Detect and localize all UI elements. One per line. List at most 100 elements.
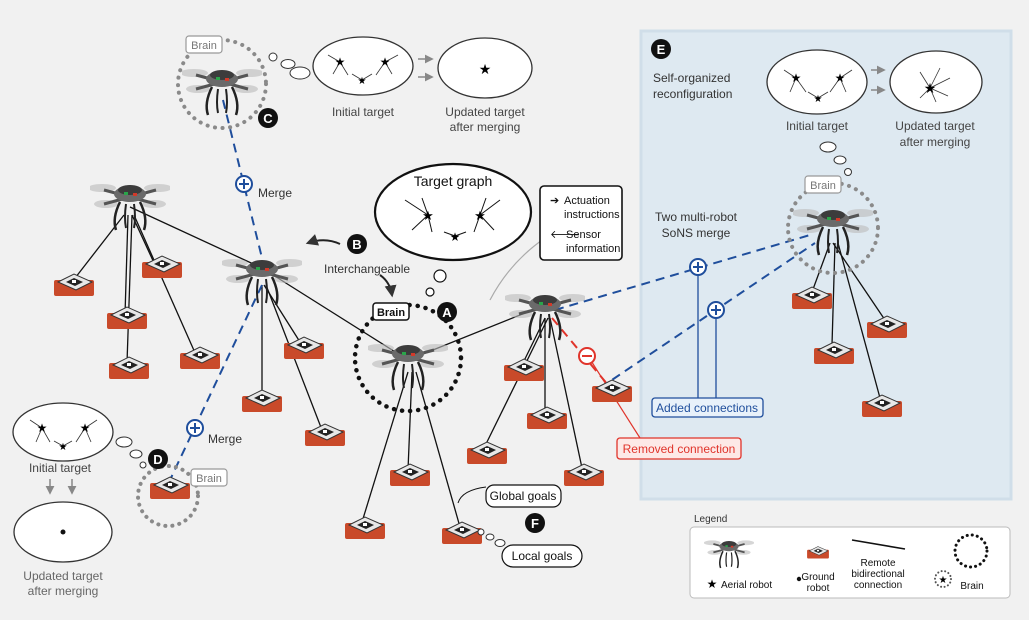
svg-text:★: ★ [335,55,346,69]
ground-robot [441,521,483,545]
sensor-label: Sensor [566,229,601,241]
aerial-robot-c [182,67,262,117]
ground-robot [304,423,346,447]
letter-markers: A B C D E F [148,39,671,533]
svg-text:🡐: 🡐 [550,229,580,241]
ground-robot [563,463,605,487]
initial-target-label: Initial target [786,119,849,133]
updated-target-label: Updated target [23,569,103,583]
added-connections-box [651,397,764,418]
sensor-label: information [566,243,620,255]
two-sons-merge-label: Two multi-robot [655,210,738,224]
marker-d: D [153,452,162,467]
target-graph-group: Target graph ★ ★ ★ [373,162,533,297]
brain-label: Brain [196,473,222,485]
global-goals-label: Global goals [490,489,557,503]
target-graph-title: Target graph [414,173,493,189]
merge-label: Merge [208,432,242,446]
star-icon: ★ [707,577,718,591]
legend-brain-icon [953,533,989,569]
target-c-group: ★ ★ ★ ★ Initial target Updated target af… [268,36,533,134]
marker-b: B [352,237,361,252]
ground-robot [344,516,386,540]
star-icon: ★ [939,575,948,586]
actuation-label: Actuation [564,195,610,207]
svg-text:➔: ➔ [550,195,559,207]
ground-robot [106,306,148,330]
brain-label: Brain [191,40,217,52]
updated-target-label: after merging [28,584,99,598]
merge-label: Merge [258,186,292,200]
legend-aerial-label: Aerial robot [721,580,772,591]
marker-f: F [531,516,539,531]
initial-target-graph [12,402,114,462]
updated-target-label: Updated target [445,105,525,119]
svg-text:★: ★ [80,421,91,435]
ground-robot [283,336,325,360]
svg-text:★: ★ [37,421,48,435]
updated-target-label: after merging [450,120,521,134]
merge-plus-markers [186,175,725,437]
initial-target-label: Initial target [29,461,92,475]
local-goals-label: Local goals [512,549,573,563]
svg-text:★: ★ [474,208,486,223]
ground-robot [108,356,150,380]
ground-robot [141,255,183,279]
target-e-group: ★ ★ ★ ★ Initial target Updated target af… [766,49,983,176]
target-d-group: ★ ★ ★ Initial target Updated target afte… [12,402,147,598]
ground-robot [591,379,633,403]
ground-robot [241,389,283,413]
svg-text:★: ★ [59,442,68,453]
legend-brain-label: Brain [960,581,983,592]
brain-label: Brain [810,180,836,192]
legend: Legend ★ Aerial robot Ground robot Remot… [689,514,1011,599]
svg-text:★: ★ [358,76,367,87]
target-graph-bubble [373,162,533,262]
marker-c: C [263,111,273,126]
brain-labels: Brain Brain Brain Brain [185,35,842,487]
ground-robot [503,358,545,382]
marker-a: A [442,305,452,320]
added-connections-label: Added connections [656,401,758,415]
global-goals-box [485,484,562,508]
star-icon: ★ [479,61,492,77]
initial-target-graph [766,49,868,115]
marker-e: E [657,42,666,57]
aerial-robot-a [368,342,448,392]
updated-target-graph [437,37,533,99]
removed-connection-box [616,437,742,460]
ground-robot-d [149,476,191,500]
added-bracket [697,267,717,400]
self-organized-label: reconfiguration [653,87,732,101]
ground-robot [389,463,431,487]
updated-target-graph [889,50,983,114]
legend-ground-label: robot [807,583,830,594]
interchangeable-arrow [305,234,341,246]
legend-remote-label: bidirectional [851,569,904,580]
initial-target-graph [312,36,414,96]
actuation-label: instructions [564,209,620,221]
svg-text:★: ★ [380,55,391,69]
legend-remote-label: Remote [860,558,895,569]
interchangeable-label: Interchangeable [324,262,410,276]
svg-text:★: ★ [835,71,846,85]
updated-target-label: Updated target [895,119,975,133]
updated-target-label: after merging [900,135,971,149]
interchangeable-arrow [379,274,397,298]
brain-label: Brain [377,307,405,319]
legend-title: Legend [694,514,727,525]
legend-ground-label: Ground [801,572,834,583]
svg-text:★: ★ [450,230,461,244]
legend-remote-label: connection [854,580,902,591]
svg-text:★: ★ [422,208,434,223]
svg-text:★: ★ [791,71,802,85]
ground-robot [526,406,568,430]
local-goals-box [501,544,583,568]
two-sons-merge-label: SoNS merge [662,226,731,240]
svg-text:★: ★ [814,94,823,105]
initial-target-label: Initial target [332,105,395,119]
actuation-sensor-box: ➔ Actuation instructions 🡐 Sensor inform… [539,185,623,261]
svg-text:★: ★ [924,80,937,96]
